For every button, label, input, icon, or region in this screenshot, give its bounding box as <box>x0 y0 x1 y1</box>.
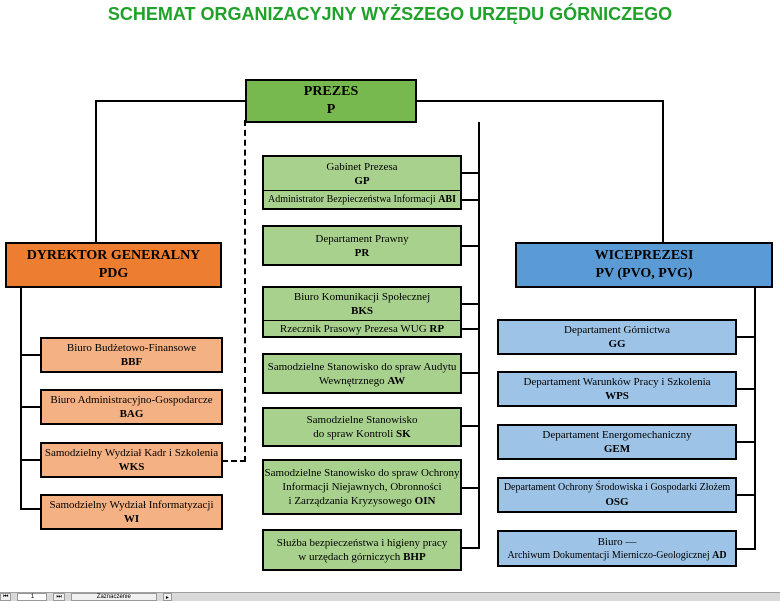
prawny-code: PR <box>354 246 370 259</box>
connector-line <box>754 286 756 550</box>
left-box-bag: Biuro Administracyjno-Gospodarcze BAG <box>40 389 223 425</box>
bhp-line1: Służba bezpieczeństwa i higieny pracy <box>276 537 448 549</box>
connector-line <box>736 548 756 550</box>
connector-line <box>460 425 480 427</box>
connector-line <box>460 328 480 330</box>
connector-line <box>736 336 756 338</box>
oin-code: OIN <box>414 495 436 507</box>
right-box-osg: Departament Ochrony Środowiska i Gospoda… <box>497 477 737 513</box>
connector-line <box>736 388 756 390</box>
oin-line3: i Zarządzania Kryzysowego <box>288 495 412 507</box>
connector-line <box>460 372 480 374</box>
right-box-gem: Departament Energomechaniczny GEM <box>497 424 737 460</box>
connector-line <box>20 406 40 408</box>
right-box-label: Departament Górnictwa <box>564 324 670 336</box>
prawny-box: Departament Prawny PR <box>262 225 462 266</box>
prawny-label: Departament Prawny <box>315 232 409 245</box>
right-box-code: GG <box>608 338 626 350</box>
connector-line <box>460 303 480 305</box>
gabinet-label: Gabinet Prezesa <box>326 161 398 173</box>
sk-line2: do spraw Kontroli <box>313 428 394 440</box>
bks-box: Biuro Komunikacji Społecznej BKS Rzeczni… <box>262 286 462 338</box>
wiceprezesi-code: PV (PVO, PVG) <box>595 266 693 281</box>
left-box-label: Samodzielny Wydział Kadr i Szkolenia <box>44 447 219 459</box>
gabinet-code: GP <box>354 175 370 187</box>
right-box-code: WPS <box>605 390 629 402</box>
aw-line2: Wewnętrznego <box>318 374 385 387</box>
prezes-box: PREZES P <box>245 79 417 123</box>
connector-line <box>95 100 247 102</box>
left-box-code: WI <box>123 513 140 525</box>
right-box-label: Biuro — <box>597 535 637 548</box>
connector-line <box>20 459 40 461</box>
left-box-wks: Samodzielny Wydział Kadr i Szkolenia WKS <box>40 442 223 478</box>
bhp-box: Służba bezpieczeństwa i higieny pracy w … <box>262 529 462 571</box>
rp-label: Rzecznik Prasowy Prezesa WUG <box>279 322 427 335</box>
bks-code: BKS <box>350 305 373 317</box>
sk-line1: Samodzielne Stanowisko <box>306 414 418 426</box>
connector-line <box>20 508 40 510</box>
dashed-connector <box>222 460 246 462</box>
left-box-code: BAG <box>119 408 144 420</box>
connector-line <box>20 286 22 509</box>
connector-line <box>460 487 480 489</box>
prezes-code: P <box>326 102 336 117</box>
status-bar: ⏮ 1 ⏭ Zaznaczenie ▸ <box>0 592 780 601</box>
wiceprezesi-box: WICEPREZESI PV (PVO, PVG) <box>515 242 773 288</box>
oin-line1: Samodzielne Stanowisko do spraw Ochrony <box>264 467 460 479</box>
left-box-wi: Samodzielny Wydział Informatyzacji WI <box>40 494 223 530</box>
sk-box: Samodzielne Stanowisko do spraw Kontroli… <box>262 407 462 447</box>
rp-code: RP <box>429 322 445 335</box>
chart-title: SCHEMAT ORGANIZACYJNY WYŻSZEGO URZĘDU GÓ… <box>107 4 673 24</box>
connector-line <box>478 122 480 548</box>
connector-line <box>417 100 664 102</box>
connector-line <box>95 100 97 243</box>
dashed-connector <box>244 120 246 462</box>
prezes-label: PREZES <box>303 84 359 99</box>
left-box-label: Biuro Budżetowo-Finansowe <box>66 342 197 354</box>
oin-line2: Informacji Niejawnych, Obronności <box>282 481 442 493</box>
connector-line <box>20 354 40 356</box>
right-box-code: OSG <box>605 496 629 508</box>
dyrektor-box: DYREKTOR GENERALNY PDG <box>5 242 222 288</box>
left-box-label: Biuro Administracyjno-Gospodarcze <box>50 394 213 406</box>
dyrektor-code: PDG <box>98 266 129 281</box>
right-box-gg: Departament Górnictwa GG <box>497 319 737 355</box>
aw-line1: Samodzielne Stanowisko do spraw Audytu <box>267 360 457 373</box>
gabinet-box: Gabinet Prezesa GP Administrator Bezpiec… <box>262 155 462 210</box>
connector-line <box>460 547 480 549</box>
wiceprezesi-label: WICEPREZESI <box>594 248 694 263</box>
right-box-label-2: Archiwum Dokumentacji Mierniczo-Geologic… <box>507 549 710 561</box>
connector-line <box>736 494 756 496</box>
connector-line <box>662 100 664 243</box>
bhp-line2: w urzędach górniczych <box>298 551 401 563</box>
aw-code: AW <box>387 374 406 387</box>
right-box-label: Departament Warunków Pracy i Szkolenia <box>523 376 711 388</box>
right-box-label: Departament Ochrony Środowiska i Gospoda… <box>503 482 731 493</box>
aw-box: Samodzielne Stanowisko do spraw Audytu W… <box>262 353 462 394</box>
bhp-code: BHP <box>403 551 426 563</box>
right-box-code: GEM <box>603 443 631 455</box>
connector-line <box>736 441 756 443</box>
abi-code: ABI <box>438 193 456 205</box>
bks-label: Biuro Komunikacji Społecznej <box>293 291 431 303</box>
left-box-code: BBF <box>120 356 143 368</box>
connector-line <box>460 245 480 247</box>
dyrektor-label: DYREKTOR GENERALNY <box>26 248 201 263</box>
right-box-ad: Biuro — Archiwum Dokumentacji Mierniczo-… <box>497 530 737 567</box>
sk-code: SK <box>396 428 411 440</box>
connector-line <box>460 172 480 174</box>
left-box-code: WKS <box>118 461 145 473</box>
left-box-bbf: Biuro Budżetowo-Finansowe BBF <box>40 337 223 373</box>
abi-label: Administrator Bezpieczeństwa Informacji <box>267 193 436 205</box>
left-box-label: Samodzielny Wydział Informatyzacji <box>49 499 214 511</box>
right-box-code: AD <box>712 549 727 561</box>
oin-box: Samodzielne Stanowisko do spraw Ochrony … <box>262 459 462 515</box>
connector-line <box>460 199 480 201</box>
right-box-label: Departament Energomechaniczny <box>542 429 692 441</box>
right-box-wps: Departament Warunków Pracy i Szkolenia W… <box>497 371 737 407</box>
